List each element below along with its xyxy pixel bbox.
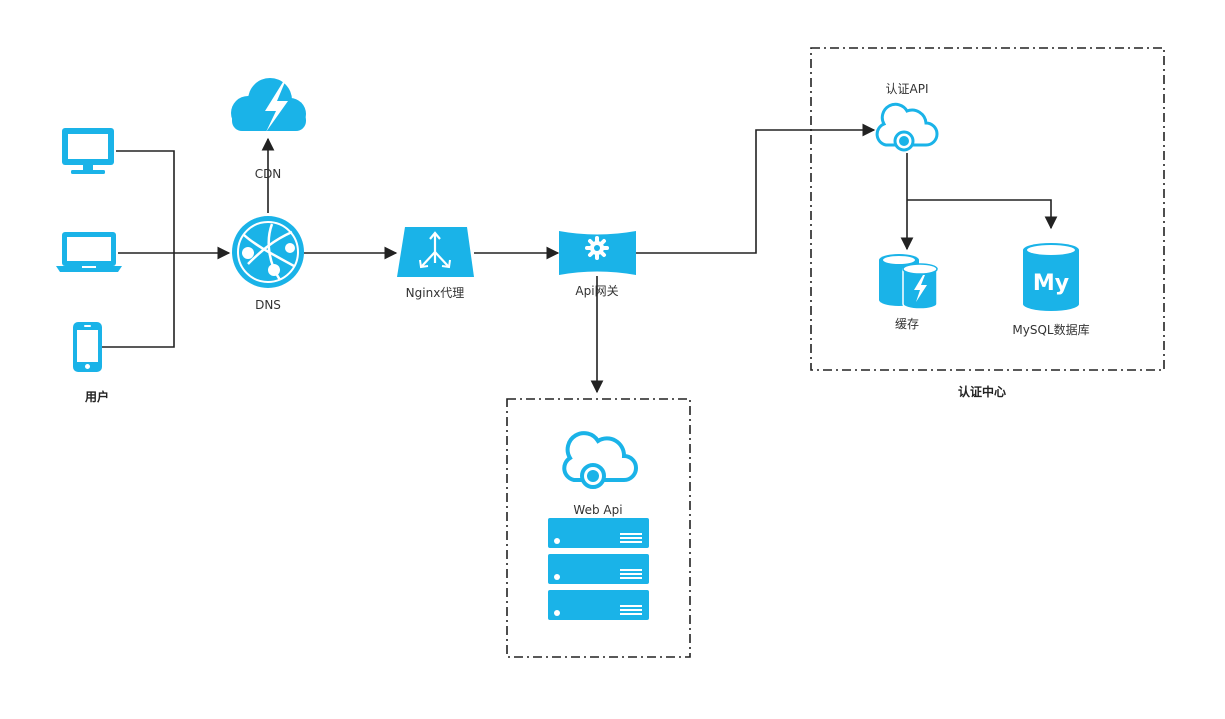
web-api-group [506, 398, 691, 658]
phone-icon [73, 322, 102, 372]
cloud-lightning-icon [231, 78, 306, 132]
cache-label: 缓存 [895, 317, 919, 331]
edge-auth-mysql [907, 199, 1058, 230]
cloud-service-icon [562, 431, 638, 489]
globe-network-icon [232, 216, 304, 288]
nginx-label: Nginx代理 [406, 286, 465, 300]
users-label: 用户 [84, 389, 109, 404]
monitor-icon [62, 128, 114, 174]
web-api-label: Web Api [573, 503, 622, 517]
auth-center-group [810, 47, 1165, 371]
connections [102, 123, 1058, 394]
mysql-label: MySQL数据库 [1012, 322, 1089, 337]
mysql-badge: My [1033, 271, 1069, 296]
dns-label: DNS [255, 298, 281, 312]
server-rack-icon [548, 518, 649, 620]
gateway-label: Api网关 [575, 284, 618, 298]
auth-center-label: 认证中心 [958, 384, 1006, 399]
edge-gateway-auth [636, 123, 876, 254]
load-balancer-icon [397, 227, 474, 277]
mysql-database-icon: My [1023, 243, 1079, 311]
cloud-service-icon [875, 102, 939, 152]
laptop-icon [56, 232, 122, 272]
gear-gateway-icon [559, 231, 636, 275]
cdn-label: CDN [255, 167, 282, 181]
cache-database-icon [879, 254, 938, 310]
edge-users-bus [102, 150, 175, 348]
auth-api-label: 认证API [886, 82, 929, 96]
